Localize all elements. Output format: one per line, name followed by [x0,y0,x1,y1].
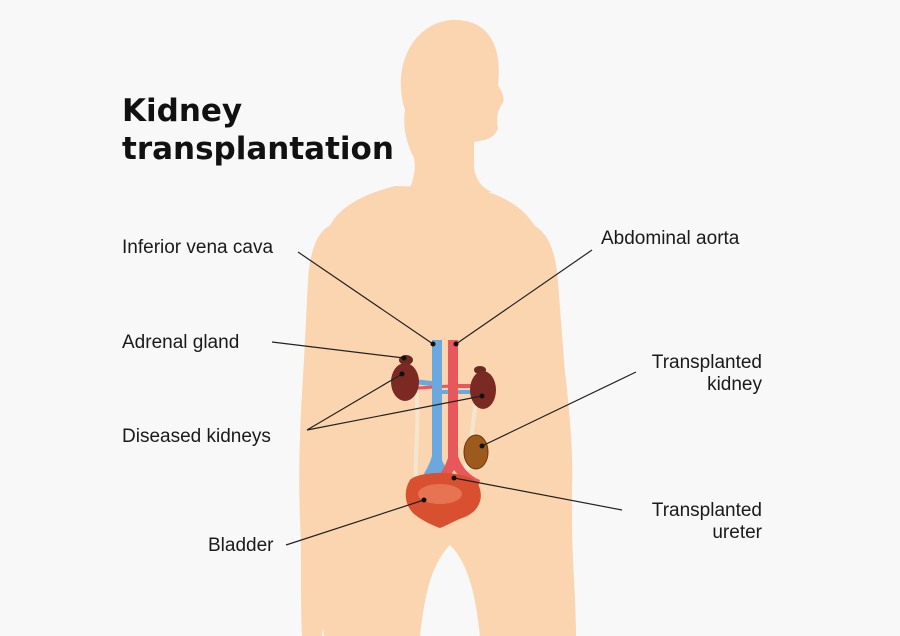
label-transplanted-kidney-line-2: kidney [707,374,762,395]
inferior-vena-cava-vessel [410,340,472,498]
diagram-title: Kidney transplantation [122,92,394,168]
label-transplanted-ureter: Transplanted ureter [620,500,762,544]
leader-inferior-vena-cava [297,251,434,345]
leader-lines [271,249,637,546]
label-adrenal-gland: Adrenal gland [122,332,240,353]
label-transplanted-kidney-line-1: Transplanted [651,352,762,373]
right-arm [530,224,576,636]
leader-bladder [285,499,425,546]
head-and-neck [400,19,504,192]
label-bladder: Bladder [208,535,274,556]
transplanted-kidney-organ [463,434,489,470]
leader-diseased-kidney-left [306,373,403,431]
diseased-kidney-left [391,363,419,401]
diseased-kidney-right [470,371,496,409]
label-transplanted-ureter-line-1: Transplanted [651,500,762,521]
title-line-1: Kidney [122,93,243,129]
abdominal-aorta-vessel [426,340,480,496]
label-transplanted-kidney: Transplanted kidney [620,352,762,396]
leader-diseased-kidney-right [306,395,483,431]
bladder-highlight [418,484,462,504]
title-line-2: transplantation [122,131,394,167]
leader-transplanted-kidney [481,371,637,447]
leader-abdominal-aorta [455,249,593,345]
leader-transplanted-ureter [453,477,623,511]
leader-adrenal-gland [271,341,405,359]
label-diseased-kidneys: Diseased kidneys [122,426,271,447]
leader-endpoints [399,341,485,503]
label-inferior-vena-cava: Inferior vena cava [122,237,274,258]
label-transplanted-ureter-line-2: ureter [712,522,762,543]
native-ureter-left [413,389,420,489]
left-arm [299,224,344,636]
label-abdominal-aorta: Abdominal aorta [601,228,740,249]
